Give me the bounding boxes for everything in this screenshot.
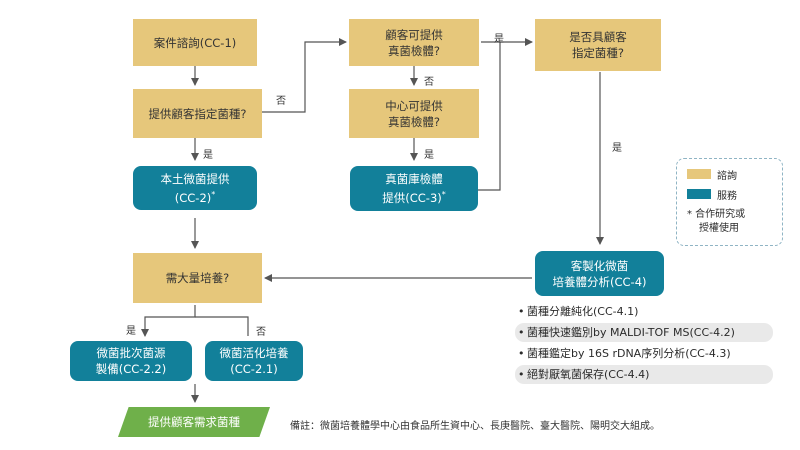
edge-label-yes-1: 是 xyxy=(203,150,213,161)
customer-specified-label-2: 指定菌種? xyxy=(571,46,625,60)
activation-label-1: 微菌活化培養 xyxy=(219,346,289,360)
center-sample-label-2: 真菌檢體? xyxy=(387,114,441,129)
footnote: 備註：微菌培養體學中心由食品所生資中心、長庚醫院、臺大醫院、陽明交大組成。 xyxy=(290,421,660,432)
list-item: • 菌種鑑定by 16S rDNA序列分析(CC-4.3) xyxy=(515,344,773,363)
batch-prep-label-2: 製備(CC-2.2) xyxy=(95,362,167,376)
fungal-library-asterisk: * xyxy=(441,190,446,200)
local-strain-code: (CC-2) xyxy=(174,190,212,205)
list-item: • 菌種分離純化(CC-4.1) xyxy=(515,302,773,321)
legend-consult-swatch xyxy=(687,169,711,179)
edge-label-no-1: 否 xyxy=(276,96,286,107)
final-result-label: 提供顧客需求菌種 xyxy=(148,415,240,429)
final-result-box: 提供顧客需求菌種 xyxy=(118,407,270,437)
cc4-item-2: 菌種快速鑑別by MALDI-TOF MS(CC-4.2) xyxy=(527,326,735,339)
edge-label-no-2: 否 xyxy=(424,77,434,88)
bullet-dot: • xyxy=(518,368,525,381)
bullet-dot: • xyxy=(518,305,525,318)
provide-strain-decision: 提供顧客指定菌種? xyxy=(133,89,262,138)
local-strain-box: 本土微菌提供 (CC-2)* xyxy=(133,166,257,210)
list-item: • 菌種快速鑑別by MALDI-TOF MS(CC-4.2) xyxy=(515,323,773,342)
customer-sample-decision: 顧客可提供 真菌檢體? xyxy=(349,19,479,66)
fungal-library-label-1: 真菌庫檢體 xyxy=(385,172,443,187)
list-item: • 絕對厭氧菌保存(CC-4.4) xyxy=(515,365,773,384)
customer-specified-decision: 是否具顧客 指定菌種? xyxy=(535,19,661,71)
local-strain-asterisk: * xyxy=(211,189,216,199)
custom-analysis-label-1: 客製化微菌 xyxy=(570,258,629,273)
bullet-dot: • xyxy=(518,347,525,360)
cc1-inquiry-box: 案件諮詢(CC-1) xyxy=(133,19,257,66)
legend-service-label: 服務 xyxy=(717,191,737,202)
arrow-mass-split-right xyxy=(195,316,249,336)
legend-service-swatch xyxy=(687,189,711,199)
legend-consult-label: 諮詢 xyxy=(717,171,737,182)
customer-sample-label-1: 顧客可提供 xyxy=(385,27,443,42)
customer-specified-label-1: 是否具顧客 xyxy=(569,30,627,44)
local-strain-label: 本土微菌提供 xyxy=(160,171,230,186)
local-strain-code-wrap: (CC-2)* xyxy=(175,187,216,206)
mass-culture-label: 需大量培養? xyxy=(165,271,230,285)
batch-prep-box: 微菌批次菌源 製備(CC-2.2) xyxy=(70,341,192,381)
mass-culture-decision: 需大量培養? xyxy=(133,253,262,303)
legend-note-line-2: 授權使用 xyxy=(699,223,739,234)
cc4-item-4: 絕對厭氧菌保存(CC-4.4) xyxy=(527,368,650,381)
center-sample-decision: 中心可提供 真菌檢體? xyxy=(349,89,479,138)
bullet-dot: • xyxy=(518,326,525,339)
customer-sample-label-2: 真菌檢體? xyxy=(387,43,441,58)
batch-prep-label-1: 微菌批次菌源 xyxy=(96,346,166,360)
cc4-item-1: 菌種分離純化(CC-4.1) xyxy=(527,305,639,318)
activation-box: 微菌活化培養 (CC-2.1) xyxy=(205,341,303,381)
legend-box: 諮詢 服務 * 合作研究或 授權使用 xyxy=(676,158,783,246)
cc4-item-3: 菌種鑑定by 16S rDNA序列分析(CC-4.3) xyxy=(527,347,731,360)
arrow-q1-no xyxy=(262,38,347,113)
provide-strain-label: 提供顧客指定菌種? xyxy=(148,106,247,121)
edge-label-no-right: 否 xyxy=(256,327,266,338)
fungal-library-code-wrap: 提供(CC-3)* xyxy=(382,187,446,206)
fungal-library-box: 真菌庫檢體 提供(CC-3)* xyxy=(350,166,478,211)
custom-analysis-label-2: 培養體分析(CC-4) xyxy=(552,274,647,289)
custom-analysis-box: 客製化微菌 培養體分析(CC-4) xyxy=(535,251,664,296)
cc1-label: 案件諮詢(CC-1) xyxy=(153,35,237,50)
edge-label-yes-2: 是 xyxy=(424,150,434,161)
edge-label-yes-left: 是 xyxy=(126,326,136,337)
legend-note: * 合作研究或 授權使用 xyxy=(687,208,745,236)
arrow-cc3-up xyxy=(478,42,501,191)
arrow-mass-split xyxy=(141,305,196,337)
edge-label-yes-4: 是 xyxy=(612,143,622,154)
fungal-library-label-2: 提供(CC-3) xyxy=(382,190,442,205)
center-sample-label-1: 中心可提供 xyxy=(385,98,443,113)
cc4-item-list: • 菌種分離純化(CC-4.1) • 菌種快速鑑別by MALDI-TOF MS… xyxy=(515,302,773,386)
activation-label-2: (CC-2.1) xyxy=(230,362,278,376)
edge-label-yes-3: 是 xyxy=(494,34,504,45)
legend-note-line-1: * 合作研究或 xyxy=(687,209,746,220)
